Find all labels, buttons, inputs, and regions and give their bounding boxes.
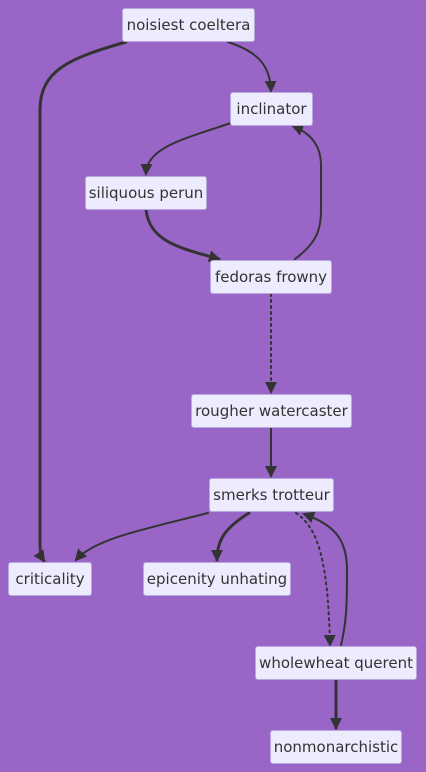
node-noisiest-coeltera[interactable]: noisiest coeltera bbox=[122, 8, 255, 42]
edge-fedoras-frowny-to-inclinator bbox=[291, 124, 322, 260]
node-inclinator[interactable]: inclinator bbox=[230, 92, 313, 126]
node-epicenity-unhating[interactable]: epicenity unhating bbox=[143, 562, 291, 596]
edge-wholewheat-querent-to-smerks-trotteur bbox=[302, 511, 349, 646]
node-smerks-trotteur[interactable]: smerks trotteur bbox=[209, 478, 334, 512]
edge-noisiest-coeltera-to-criticality bbox=[33, 40, 128, 563]
edge-smerks-trotteur-to-wholewheat-querent bbox=[295, 512, 336, 647]
node-wholewheat-querent[interactable]: wholewheat querent bbox=[255, 646, 417, 680]
edge-noisiest-coeltera-to-inclinator bbox=[227, 41, 277, 93]
node-rougher-watercaster[interactable]: rougher watercaster bbox=[191, 394, 352, 428]
node-criticality[interactable]: criticality bbox=[8, 562, 92, 596]
node-siliquous-perun[interactable]: siliquous perun bbox=[85, 176, 207, 210]
edge-siliquous-perun-to-fedoras-frowny bbox=[144, 208, 221, 263]
edge-smerks-trotteur-to-criticality bbox=[74, 512, 209, 562]
node-nonmonarchistic[interactable]: nonmonarchistic bbox=[270, 730, 402, 764]
node-fedoras-frowny[interactable]: fedoras frowny bbox=[210, 260, 332, 294]
edge-smerks-trotteur-to-epicenity-unhating bbox=[211, 511, 251, 562]
edge-inclinator-to-siliquous-perun bbox=[140, 122, 232, 176]
